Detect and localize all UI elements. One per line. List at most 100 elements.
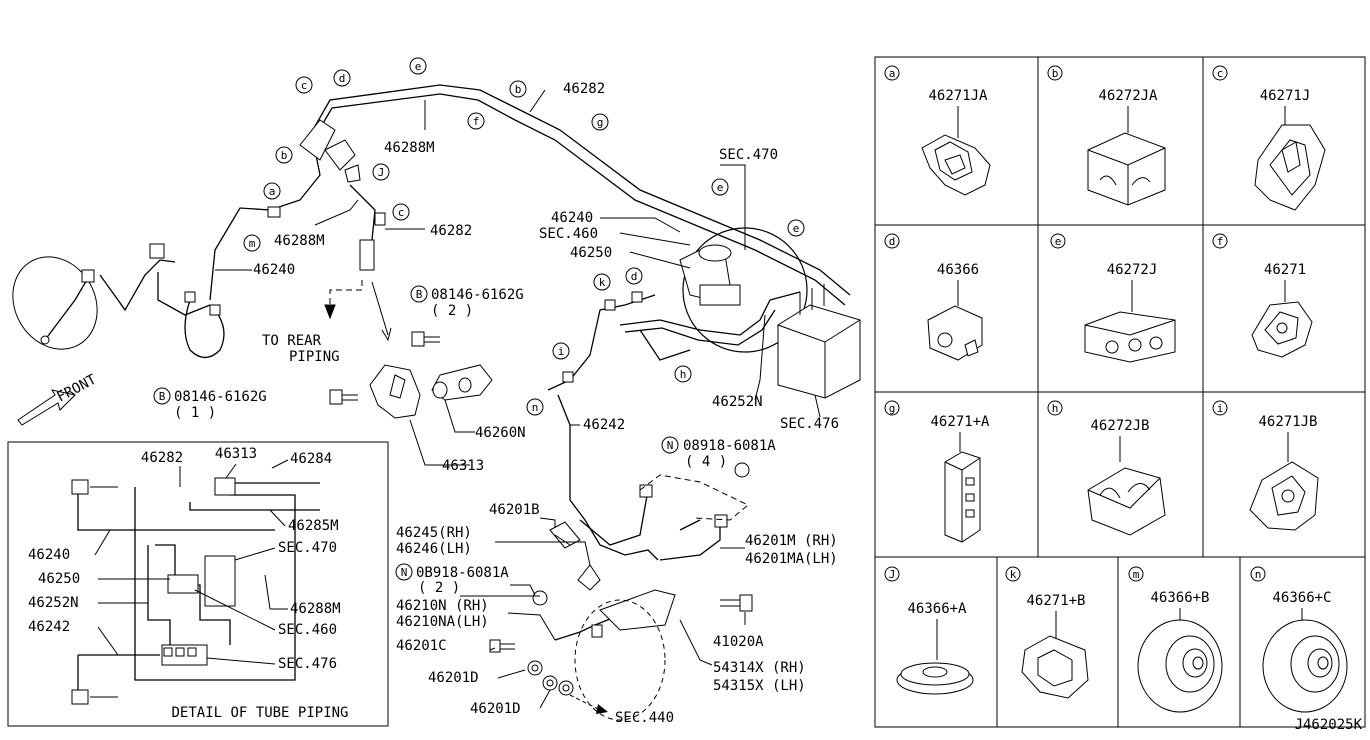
label-46210N[interactable]: 46210N (RH) (396, 598, 489, 614)
svg-text:k: k (1010, 568, 1017, 581)
callout-e3[interactable]: e (787, 219, 805, 237)
detail-label-46242: 46242 (28, 619, 70, 635)
clip-icon (1249, 461, 1319, 531)
label-08146-left[interactable]: 08146-6162G (174, 389, 267, 405)
bolt-icon (329, 389, 358, 405)
svg-text:h: h (680, 368, 687, 381)
double-clamp-icon (1087, 467, 1166, 536)
label-46201C[interactable]: 46201C (396, 638, 447, 654)
callout-i[interactable]: i (552, 342, 570, 360)
callout-j-icon (884, 566, 900, 582)
detail-label-46252N: 46252N (28, 595, 79, 611)
callout-a[interactable]: a (263, 182, 281, 200)
part-cell-f[interactable]: f 46271 (1212, 233, 1313, 358)
label-41020A[interactable]: 41020A (713, 634, 764, 650)
label-46201B[interactable]: 46201B (489, 502, 540, 518)
svg-text:d: d (339, 72, 346, 85)
callout-c-icon (1212, 65, 1228, 81)
callout-f[interactable]: f (467, 112, 485, 130)
svg-text:e: e (717, 181, 724, 194)
svg-text:c: c (301, 79, 308, 92)
label-54314X[interactable]: 54314X (RH) (713, 660, 806, 676)
callout-b2[interactable]: b (275, 146, 293, 164)
label-46240-left[interactable]: 46240 (253, 262, 295, 278)
label-46252N[interactable]: 46252N (712, 394, 763, 410)
label-54315X[interactable]: 54315X (LH) (713, 678, 806, 694)
triple-clamp-icon (1084, 311, 1176, 363)
label-46282-mid[interactable]: 46282 (430, 223, 472, 239)
svg-text:e: e (1055, 235, 1062, 248)
label-sec440[interactable]: SEC.440 (615, 710, 674, 726)
grommet-icon (896, 662, 974, 695)
part-cell-n[interactable]: n 46366+C (1250, 566, 1348, 713)
callout-n-icon (1250, 566, 1266, 582)
callout-d[interactable]: d (333, 69, 351, 87)
label-46288M-mid[interactable]: 46288M (274, 233, 325, 249)
part-number-46271JA: 46271JA (928, 88, 988, 104)
detail-label-46240: 46240 (28, 547, 70, 563)
callout-e[interactable]: e (409, 57, 427, 75)
label-piping: PIPING (289, 349, 340, 365)
callout-k[interactable]: k (593, 273, 611, 291)
svg-text:N: N (667, 439, 674, 452)
svg-text:k: k (599, 276, 606, 289)
callout-c2[interactable]: c (392, 203, 410, 221)
svg-text:B: B (159, 390, 166, 403)
label-46210NA[interactable]: 46210NA(LH) (396, 614, 489, 630)
label-46201M[interactable]: 46201M (RH) (745, 533, 838, 549)
part-cell-b[interactable]: b 46272JA (1047, 65, 1166, 206)
callout-b[interactable]: b (509, 80, 527, 98)
part-number-46366-plus-b: 46366+B (1150, 590, 1209, 606)
clip-icon (1254, 124, 1326, 211)
label-46282-top[interactable]: 46282 (563, 81, 605, 97)
callout-e2[interactable]: e (711, 178, 729, 196)
callout-c[interactable]: c (295, 76, 313, 94)
label-46313[interactable]: 46313 (442, 458, 484, 474)
part-cell-a[interactable]: a 46271JA (884, 65, 991, 196)
part-cell-d[interactable]: d 46366 (884, 233, 983, 361)
callout-bolt-top[interactable]: B (410, 285, 428, 303)
label-46245[interactable]: 46245(RH) (396, 525, 472, 541)
clip-icon (1251, 301, 1313, 358)
part-number-46271-plus-b: 46271+B (1026, 593, 1085, 609)
label-46201D-1[interactable]: 46201D (428, 670, 479, 686)
part-cell-h[interactable]: h 46272JB (1047, 400, 1166, 536)
callout-n[interactable]: n (526, 398, 544, 416)
label-46240-mid[interactable]: 46240 (551, 210, 593, 226)
callout-g[interactable]: g (591, 113, 609, 131)
part-cell-i[interactable]: i 46271JB (1212, 400, 1319, 531)
label-46288M-top[interactable]: 46288M (384, 140, 435, 156)
label-sec470[interactable]: SEC.470 (719, 147, 778, 163)
part-cell-e[interactable]: e 46272J (1050, 233, 1176, 363)
part-number-46272J: 46272J (1107, 262, 1158, 278)
part-cell-m[interactable]: m 46366+B (1128, 566, 1223, 713)
part-cell-k[interactable]: k 46271+B (1005, 566, 1089, 699)
label-08146-top[interactable]: 08146-6162G (431, 287, 524, 303)
part-number-46366-plus-c: 46366+C (1272, 590, 1331, 606)
svg-text:b: b (515, 83, 522, 96)
callout-m[interactable]: m (243, 234, 261, 252)
label-46260N[interactable]: 46260N (475, 425, 526, 441)
callout-nut-bot[interactable]: N (395, 563, 413, 581)
callout-bolt-left[interactable]: B (153, 387, 171, 405)
callout-h[interactable]: h (674, 365, 692, 383)
callout-d2[interactable]: d (625, 267, 643, 285)
detail-label-sec476: SEC.476 (278, 656, 337, 672)
part-cell-j[interactable]: J 46366+A (884, 566, 974, 695)
label-46242[interactable]: 46242 (583, 417, 625, 433)
label-46201D-2[interactable]: 46201D (470, 701, 521, 717)
label-46201MA[interactable]: 46201MA(LH) (745, 551, 838, 567)
callouts: c d e b f g b J a c m e e k d i h n B B … (153, 57, 805, 581)
label-08918-bottom[interactable]: 0B918-6081A (416, 565, 509, 581)
svg-text:b: b (281, 149, 288, 162)
label-sec476[interactable]: SEC.476 (780, 416, 839, 432)
label-08918-top[interactable]: 08918-6081A (683, 438, 776, 454)
callout-nut-top[interactable]: N (661, 436, 679, 454)
label-46246[interactable]: 46246(LH) (396, 541, 472, 557)
callout-j[interactable]: J (372, 163, 390, 181)
part-cell-c[interactable]: c 46271J (1212, 65, 1326, 211)
part-cell-g[interactable]: g 46271+A (884, 400, 990, 543)
detail-label-46282: 46282 (141, 450, 183, 466)
label-sec460[interactable]: SEC.460 (539, 226, 598, 242)
label-46250[interactable]: 46250 (570, 245, 612, 261)
